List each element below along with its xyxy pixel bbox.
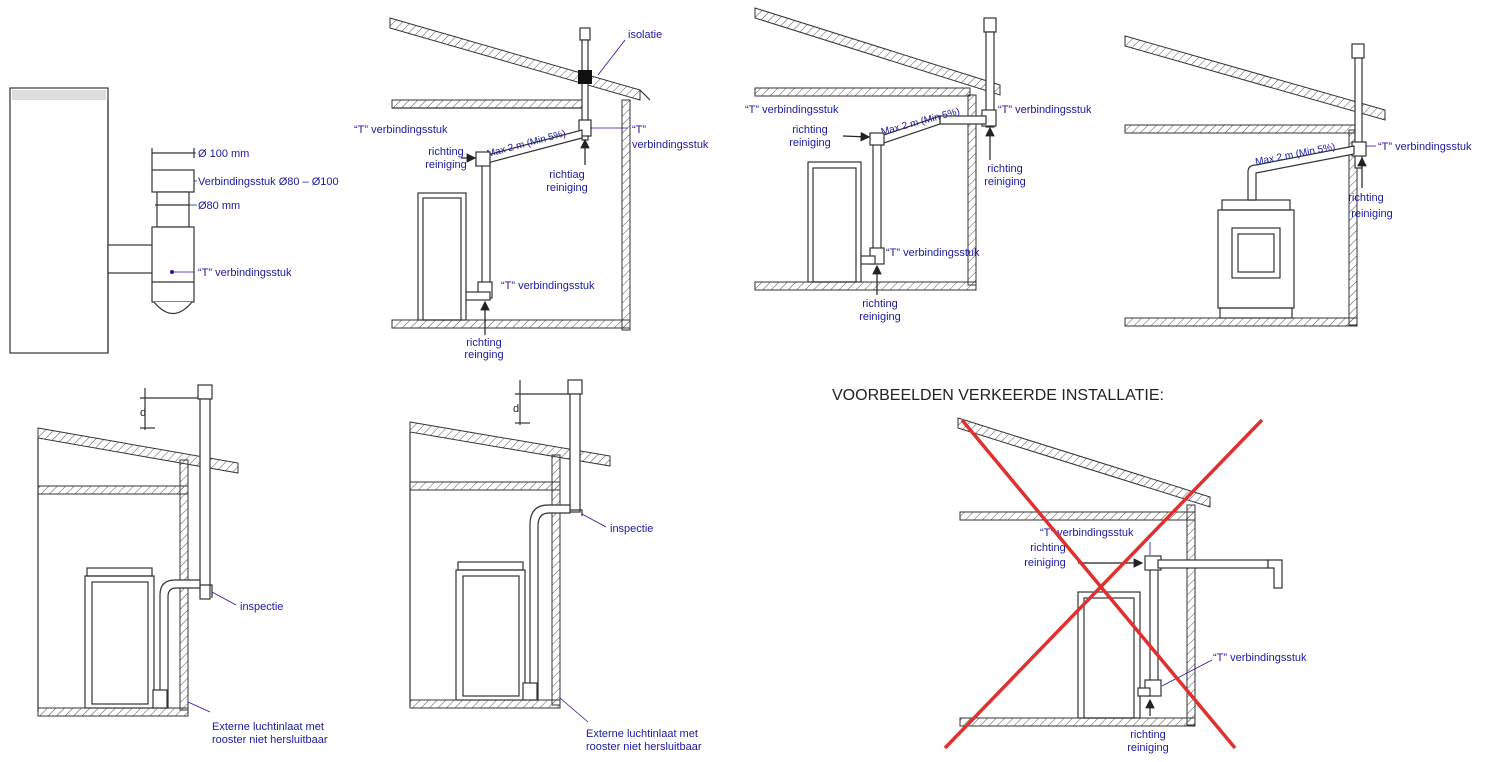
roof — [957, 417, 1211, 508]
label-tee: “T” verbindingsstuk — [1378, 141, 1472, 153]
heading-wrong-installation: VOORBEELDEN VERKEERDE INSTALLATIE: — [832, 387, 1164, 404]
horizontal-pipe — [107, 244, 159, 274]
label-isolatie: isolatie — [628, 29, 662, 41]
svg-text:richting: richting — [466, 337, 501, 349]
svg-text:verbindingsstuk: verbindingsstuk — [632, 139, 709, 151]
label-inspectie: inspectie — [610, 523, 653, 535]
svg-text:reiniging: reiniging — [859, 311, 901, 323]
label-extern-1: Externe luchtinlaat met — [212, 721, 324, 733]
floor — [1124, 317, 1358, 327]
label-extern-1: Externe luchtinlaat met — [586, 728, 698, 740]
cross-line-2 — [943, 418, 1264, 750]
label-tee-bottom: “T” verbindingsstuk — [886, 247, 980, 259]
panel-2-installation: Max 2 m (Min 5%) isolatie “T” verbinding… — [354, 17, 709, 361]
svg-text:richting: richting — [1030, 542, 1065, 554]
insulation-band — [578, 70, 592, 84]
panel-3-installation: Max 2 m (Min 5%) “T” verbindingsstuk ric… — [745, 7, 1092, 323]
roof — [389, 17, 641, 101]
panel-7-wrong-installation: “T” verbindingsstuk richting reiniging “… — [943, 417, 1307, 754]
svg-text:rooster niet hersluitbaar: rooster niet hersluitbaar — [212, 734, 328, 746]
label-tee-bottom: “T” verbindingsstuk — [1213, 652, 1307, 664]
svg-text:reinging: reinging — [464, 349, 503, 361]
svg-text:reiniging: reiniging — [1127, 742, 1169, 754]
roof — [754, 7, 1001, 96]
label-dim-80: Ø80 mm — [198, 200, 240, 212]
stove — [417, 192, 467, 321]
floor — [391, 319, 631, 329]
label-d: d — [140, 407, 146, 419]
label-inspectie: inspectie — [240, 601, 283, 613]
floor — [409, 699, 561, 709]
svg-text:reiniging: reiniging — [546, 182, 588, 194]
stove-body — [9, 87, 109, 354]
svg-text:richting: richting — [1130, 729, 1165, 741]
floor — [754, 281, 977, 291]
svg-text:richting: richting — [428, 146, 463, 158]
panel-6-installation: d inspectie Externe luchtinlaat met roos… — [409, 379, 702, 753]
svg-text:rooster niet hersluitbaar: rooster niet hersluitbaar — [586, 741, 702, 753]
svg-text:reiniging: reiniging — [1024, 557, 1066, 569]
svg-text:reiniging: reiniging — [1351, 208, 1393, 220]
label-tee-right: “T” — [632, 124, 646, 136]
wall — [621, 99, 631, 331]
pellet-stove — [1217, 209, 1295, 309]
stove — [84, 575, 155, 709]
floor — [959, 717, 1196, 727]
svg-text:richting: richting — [792, 124, 827, 136]
floor — [37, 707, 189, 717]
label-tee: “T” verbindingsstuk — [198, 267, 292, 279]
label-tee-top: “T” verbindingsstuk — [1040, 527, 1134, 539]
svg-text:richtiag: richtiag — [549, 169, 584, 181]
panel-4-installation: Max 2 m (Min 5%) “T” verbindingsstuk ric… — [1124, 35, 1472, 327]
panel-5-installation: d inspectie Externe luchtinlaat met roos… — [37, 384, 328, 746]
label-tee-bottom: “T” verbindingsstuk — [501, 280, 595, 292]
roof — [1124, 35, 1386, 121]
svg-text:reiniging: reiniging — [425, 159, 467, 171]
stove — [455, 569, 526, 701]
label-d: d — [513, 403, 519, 415]
label-tee-left: “T” verbindingsstuk — [354, 124, 448, 136]
stove — [807, 161, 862, 283]
svg-text:reiniging: reiniging — [984, 176, 1026, 188]
label-tee-right: “T” verbindingsstuk — [998, 104, 1092, 116]
svg-text:richting: richting — [987, 163, 1022, 175]
label-reducer: Verbindingsstuk Ø80 – Ø100 — [198, 176, 339, 188]
svg-text:reiniging: reiniging — [789, 137, 831, 149]
cross-line-1 — [960, 418, 1237, 750]
tee-fitting — [151, 226, 195, 303]
label-dim-100: Ø 100 mm — [198, 148, 249, 160]
label-tee-top-left: “T” verbindingsstuk — [745, 104, 839, 116]
svg-text:richting: richting — [862, 298, 897, 310]
panel-1-stove-connection: Ø 100 mm Verbindingsstuk Ø80 – Ø100 Ø80 … — [9, 87, 339, 354]
wall — [551, 454, 561, 706]
stove — [1077, 591, 1141, 719]
svg-text:richting: richting — [1348, 192, 1383, 204]
reducer-fitting — [151, 169, 195, 193]
